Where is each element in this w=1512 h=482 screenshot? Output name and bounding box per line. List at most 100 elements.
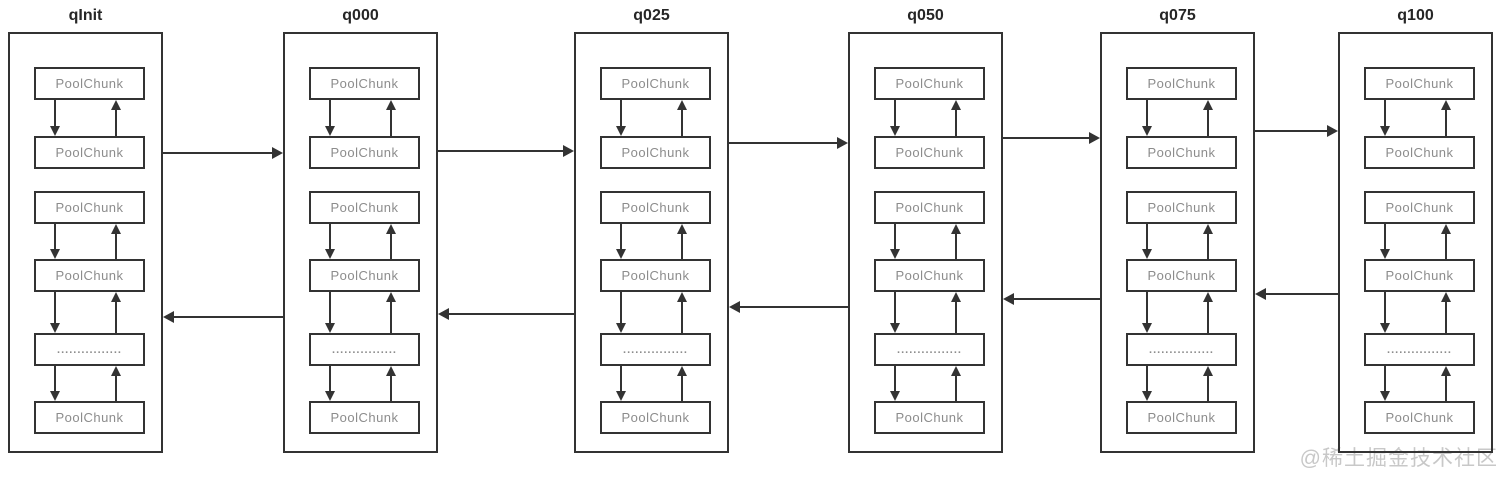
up-arrowhead-icon bbox=[111, 366, 121, 376]
down-arrowhead-icon bbox=[50, 323, 60, 333]
down-arrow-line bbox=[620, 224, 622, 251]
down-arrow-line bbox=[1146, 292, 1148, 325]
down-arrow-q025-4-5 bbox=[615, 366, 627, 401]
pool-chunk-box: PoolChunk bbox=[874, 136, 985, 169]
up-arrow-line bbox=[115, 374, 117, 401]
down-arrow-qinit-0-1 bbox=[49, 100, 61, 136]
down-arrowhead-icon bbox=[1380, 126, 1390, 136]
up-arrow-line bbox=[390, 232, 392, 259]
arrow-q000-to-qinit bbox=[163, 310, 283, 324]
up-arrow-line bbox=[115, 232, 117, 259]
up-arrowhead-icon bbox=[951, 100, 961, 110]
arrow-q025-to-q050 bbox=[729, 136, 848, 150]
down-arrow-q050-2-3 bbox=[889, 224, 901, 259]
up-arrowhead-icon bbox=[951, 292, 961, 302]
up-arrow-line bbox=[1445, 232, 1447, 259]
up-arrowhead-icon bbox=[677, 366, 687, 376]
up-arrow-q100-0-1 bbox=[1440, 100, 1452, 136]
left-arrow-line bbox=[447, 313, 574, 315]
down-arrow-line bbox=[54, 100, 56, 128]
down-arrowhead-icon bbox=[1380, 391, 1390, 401]
down-arrowhead-icon bbox=[325, 391, 335, 401]
pool-chunk-box: PoolChunk bbox=[1126, 259, 1237, 292]
arrow-qinit-to-q000 bbox=[163, 146, 283, 160]
up-arrow-line bbox=[1445, 108, 1447, 136]
up-arrow-q075-2-3 bbox=[1202, 224, 1214, 259]
down-arrow-q025-3-4 bbox=[615, 292, 627, 333]
up-arrow-line bbox=[955, 108, 957, 136]
up-arrow-qinit-0-1 bbox=[110, 100, 122, 136]
pool-chunk-box: PoolChunk bbox=[600, 67, 711, 100]
down-arrowhead-icon bbox=[616, 391, 626, 401]
down-arrowhead-icon bbox=[325, 126, 335, 136]
pool-chunk-box: PoolChunk bbox=[600, 191, 711, 224]
up-arrow-line bbox=[955, 232, 957, 259]
up-arrow-qinit-3-4 bbox=[110, 292, 122, 333]
down-arrowhead-icon bbox=[1142, 126, 1152, 136]
up-arrow-line bbox=[681, 300, 683, 333]
pool-chunk-box: PoolChunk bbox=[1364, 191, 1475, 224]
down-arrowhead-icon bbox=[1142, 323, 1152, 333]
right-arrow-line bbox=[1003, 137, 1091, 139]
left-arrowhead-icon bbox=[163, 311, 174, 323]
left-arrow-line bbox=[1264, 293, 1338, 295]
down-arrow-line bbox=[329, 292, 331, 325]
up-arrow-qinit-4-5 bbox=[110, 366, 122, 401]
up-arrow-q000-3-4 bbox=[385, 292, 397, 333]
down-arrow-q075-4-5 bbox=[1141, 366, 1153, 401]
down-arrow-q050-0-1 bbox=[889, 100, 901, 136]
up-arrow-line bbox=[1207, 232, 1209, 259]
up-arrowhead-icon bbox=[677, 224, 687, 234]
down-arrow-q050-4-5 bbox=[889, 366, 901, 401]
down-arrow-line bbox=[329, 224, 331, 251]
up-arrowhead-icon bbox=[386, 224, 396, 234]
up-arrow-line bbox=[955, 300, 957, 333]
up-arrowhead-icon bbox=[677, 292, 687, 302]
column-label-qinit: qInit bbox=[68, 7, 103, 24]
column-label-q025: q025 bbox=[633, 7, 670, 24]
down-arrow-qinit-3-4 bbox=[49, 292, 61, 333]
down-arrowhead-icon bbox=[1142, 249, 1152, 259]
column-label-q000: q000 bbox=[342, 7, 379, 24]
pool-chunk-box: PoolChunk bbox=[600, 136, 711, 169]
down-arrowhead-icon bbox=[1380, 323, 1390, 333]
up-arrow-line bbox=[115, 300, 117, 333]
down-arrow-q025-0-1 bbox=[615, 100, 627, 136]
down-arrowhead-icon bbox=[50, 126, 60, 136]
down-arrowhead-icon bbox=[890, 126, 900, 136]
up-arrow-q100-3-4 bbox=[1440, 292, 1452, 333]
right-arrowhead-icon bbox=[837, 137, 848, 149]
down-arrow-line bbox=[329, 100, 331, 128]
up-arrow-line bbox=[390, 374, 392, 401]
arrow-q075-to-q100 bbox=[1255, 124, 1338, 138]
up-arrow-line bbox=[681, 232, 683, 259]
ellipsis-box: ................ bbox=[1364, 333, 1475, 366]
column-q025 bbox=[574, 32, 729, 453]
down-arrow-line bbox=[620, 292, 622, 325]
arrow-q050-to-q075 bbox=[1003, 131, 1100, 145]
pool-chunk-box: PoolChunk bbox=[600, 259, 711, 292]
column-label-q075: q075 bbox=[1159, 7, 1196, 24]
up-arrow-line bbox=[1445, 300, 1447, 333]
pool-chunk-box: PoolChunk bbox=[600, 401, 711, 434]
ellipsis-box: ................ bbox=[34, 333, 145, 366]
down-arrowhead-icon bbox=[890, 391, 900, 401]
down-arrow-q100-2-3 bbox=[1379, 224, 1391, 259]
up-arrow-line bbox=[115, 108, 117, 136]
up-arrowhead-icon bbox=[1441, 366, 1451, 376]
down-arrow-line bbox=[1146, 100, 1148, 128]
arrow-q000-to-q025 bbox=[438, 144, 574, 158]
up-arrow-q025-3-4 bbox=[676, 292, 688, 333]
up-arrow-line bbox=[681, 108, 683, 136]
ellipsis-box: ................ bbox=[874, 333, 985, 366]
down-arrow-line bbox=[1146, 366, 1148, 393]
up-arrow-line bbox=[390, 108, 392, 136]
down-arrowhead-icon bbox=[50, 391, 60, 401]
pool-chunk-box: PoolChunk bbox=[309, 67, 420, 100]
down-arrow-line bbox=[329, 366, 331, 393]
down-arrowhead-icon bbox=[890, 249, 900, 259]
column-q100 bbox=[1338, 32, 1493, 453]
up-arrowhead-icon bbox=[951, 224, 961, 234]
arrow-q100-to-q075 bbox=[1255, 287, 1338, 301]
column-q000 bbox=[283, 32, 438, 453]
